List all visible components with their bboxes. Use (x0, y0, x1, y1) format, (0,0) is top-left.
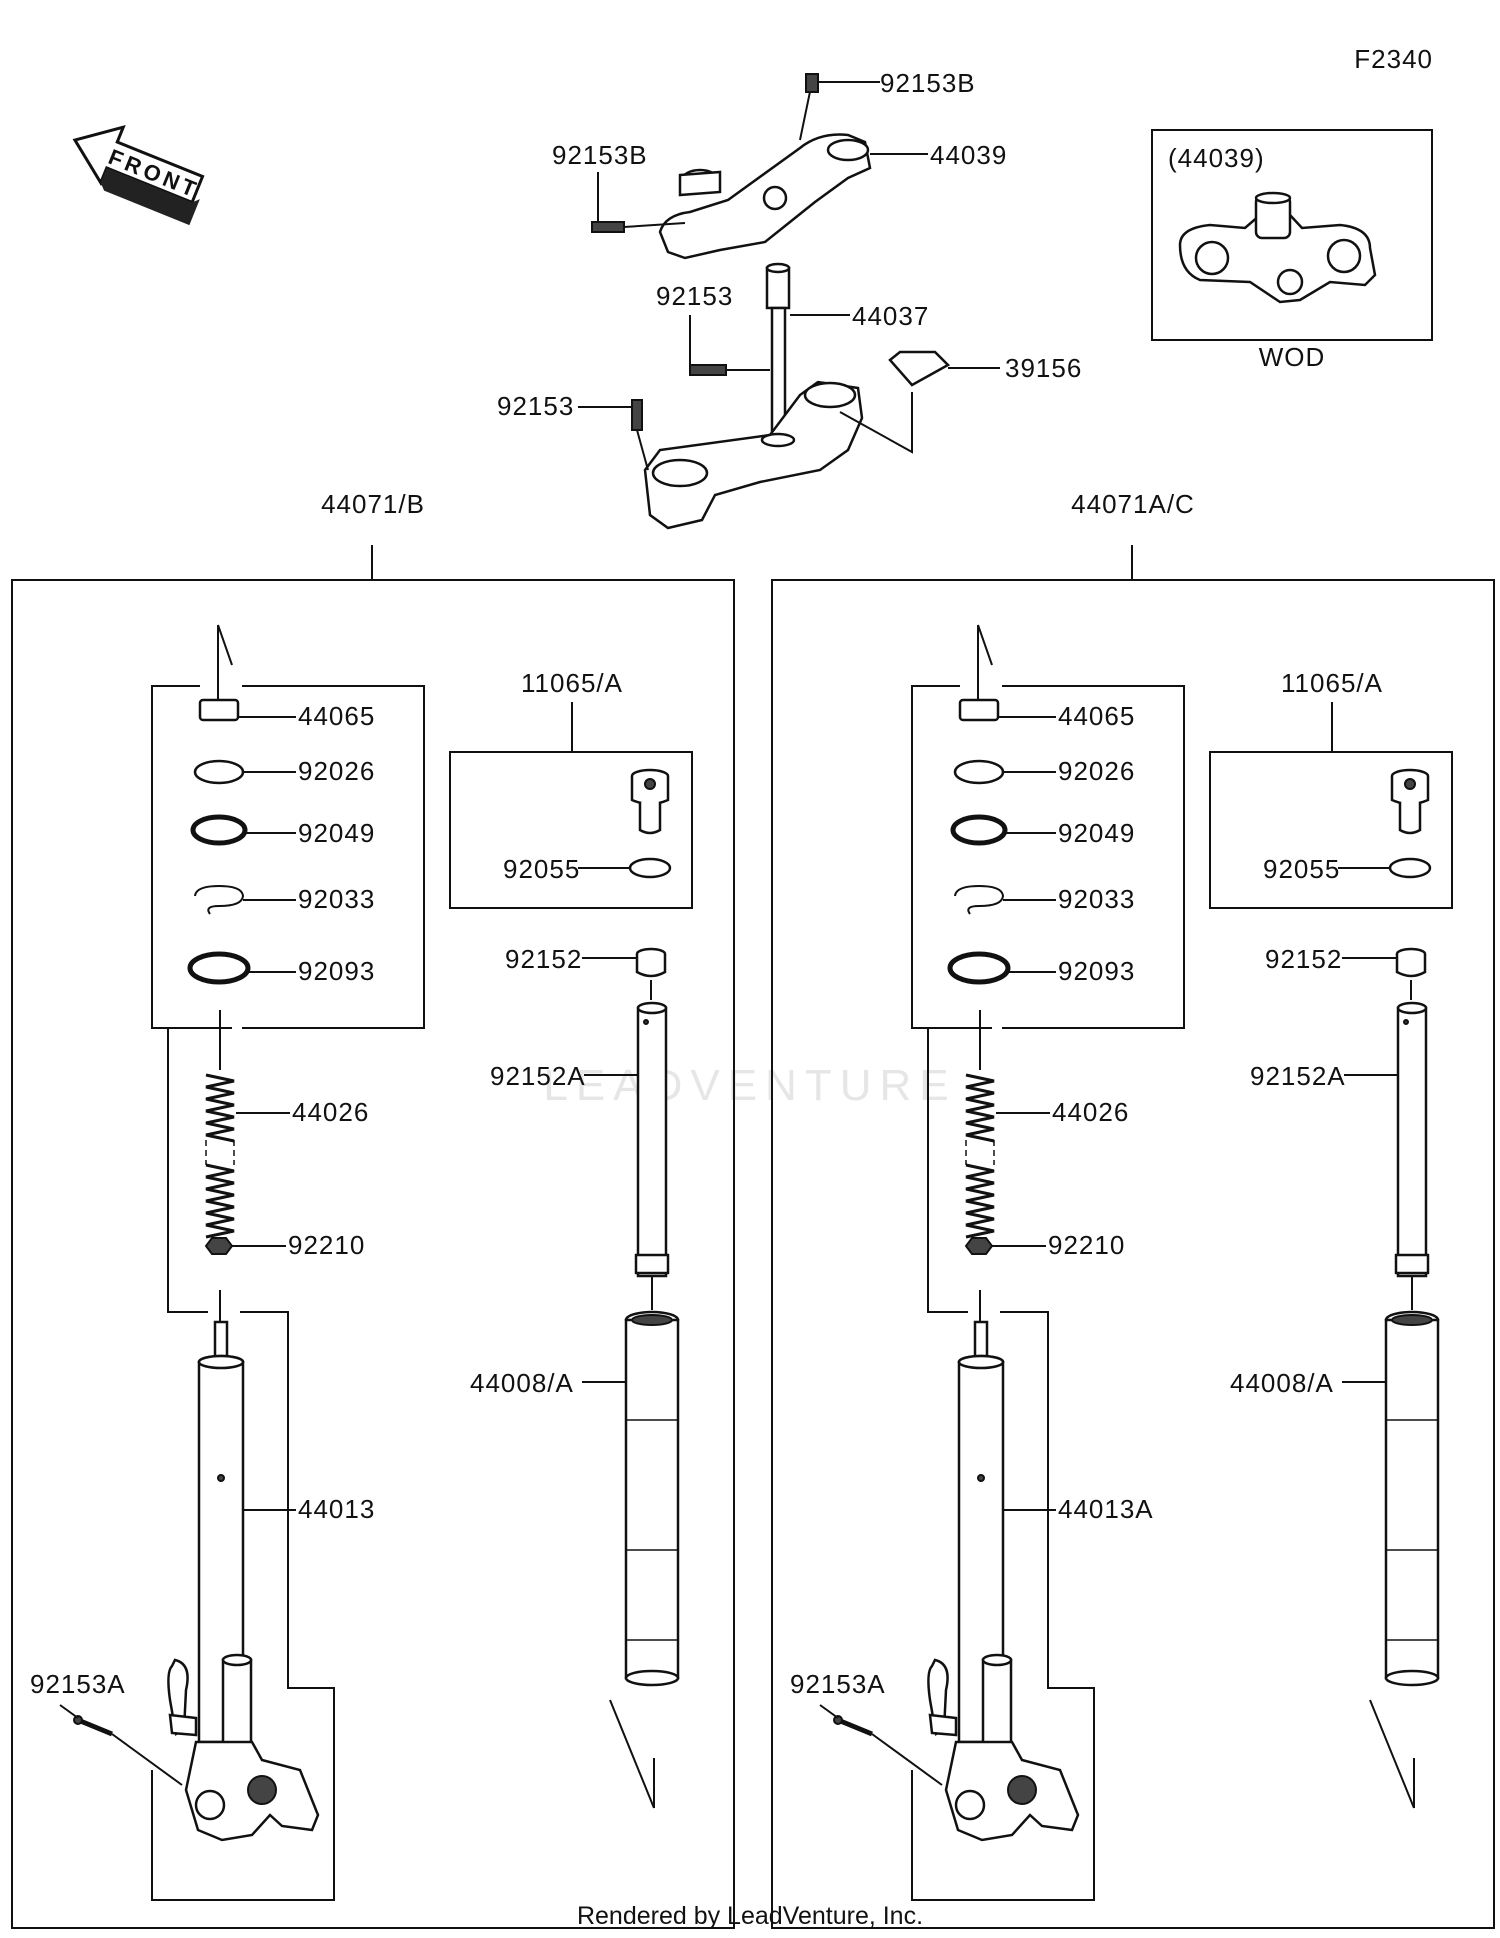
left-label-44026: 44026 (292, 1097, 369, 1127)
left-kit-label: 11065/A (521, 668, 623, 698)
part-44039-shape (658, 133, 872, 260)
right-fork-assembly: 11065/A 44065 92026 92049 92033 92093 44… (772, 545, 1494, 1928)
left-label-44065: 44065 (298, 701, 375, 731)
right-label-92055: 92055 (1263, 854, 1340, 884)
part-44039-alt-shape (1178, 191, 1377, 304)
part-92153-lower-shape (631, 399, 643, 431)
left-label-44008: 44008/A (470, 1368, 574, 1398)
label-92153B-left: 92153B (552, 140, 648, 170)
right-kit-label: 11065/A (1281, 668, 1383, 698)
right-assembly-title: 44071A/C (1071, 489, 1195, 519)
right-label-tube: 44013A (1058, 1494, 1154, 1524)
right-label-92033: 92033 (1058, 884, 1135, 914)
left-label-92152A: 92152A (490, 1061, 586, 1091)
diagram-id: F2340 (1354, 44, 1433, 74)
part-92153B-top-shape (805, 73, 819, 93)
part-92153B-left-shape (591, 221, 625, 233)
label-39156: 39156 (1005, 353, 1082, 383)
right-label-44026: 44026 (1052, 1097, 1129, 1127)
label-44037: 44037 (852, 301, 929, 331)
right-label-92093: 92093 (1058, 956, 1135, 986)
right-label-92153A: 92153A (790, 1669, 886, 1699)
left-label-tube: 44013 (298, 1494, 375, 1524)
inset-box (1151, 129, 1433, 341)
left-label-92033: 92033 (298, 884, 375, 914)
left-fork-assembly: 11065/A 44065 92026 92049 92033 92093 44… (12, 545, 734, 1928)
left-label-92152: 92152 (505, 944, 582, 974)
right-label-44008: 44008/A (1230, 1368, 1334, 1398)
label-44039: 44039 (930, 140, 1007, 170)
part-44037-shape (765, 262, 791, 444)
right-label-92026: 92026 (1058, 756, 1135, 786)
right-label-92152: 92152 (1265, 944, 1342, 974)
footer-credit: Rendered by LeadVenture, Inc. (577, 1902, 923, 1930)
label-92153B-top: 92153B (880, 68, 976, 98)
label-92153-lower: 92153 (497, 391, 574, 421)
inset-label: (44039) (1168, 143, 1265, 173)
right-label-92049: 92049 (1058, 818, 1135, 848)
part-39156-shape (888, 350, 951, 387)
label-92153-upper: 92153 (656, 281, 733, 311)
left-label-92026: 92026 (298, 756, 375, 786)
left-label-92093: 92093 (298, 956, 375, 986)
lower-bracket-shape (643, 380, 864, 530)
front-arrow-icon: FRONT (72, 124, 205, 226)
left-label-92055: 92055 (503, 854, 580, 884)
right-label-92210: 92210 (1048, 1230, 1125, 1260)
inset-caption: WOD (1259, 342, 1326, 372)
left-label-92210: 92210 (288, 1230, 365, 1260)
watermark: LEADVENTURE (543, 1061, 956, 1110)
left-label-92049: 92049 (298, 818, 375, 848)
right-label-44065: 44065 (1058, 701, 1135, 731)
left-label-92153A: 92153A (30, 1669, 126, 1699)
left-assembly-title: 44071/B (321, 489, 425, 519)
part-92153-upper-shape (689, 364, 727, 376)
right-label-92152A: 92152A (1250, 1061, 1346, 1091)
